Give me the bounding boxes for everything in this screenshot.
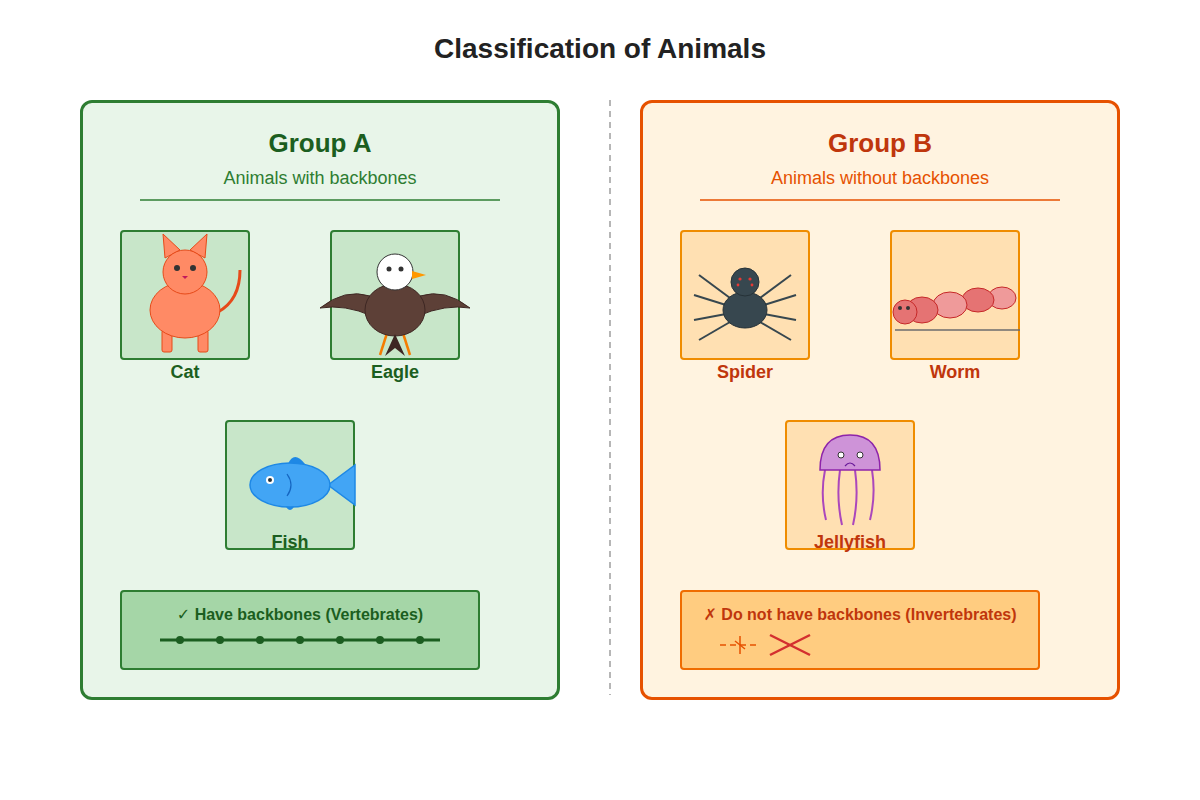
note-text: ✗ Do not have backbones (Invertebrates) — [682, 605, 1038, 624]
note-text: ✓ Have backbones (Vertebrates) — [122, 605, 478, 624]
note-box: ✓ Have backbones (Vertebrates) — [120, 590, 480, 670]
spider-head — [731, 268, 759, 296]
cat-eye — [190, 265, 196, 271]
eagle-body — [365, 284, 425, 336]
backbone-line — [160, 639, 440, 642]
heading-underline — [140, 199, 500, 201]
vertebra-dot — [176, 636, 184, 644]
cross-mark — [770, 635, 810, 655]
spider-leg — [694, 295, 726, 305]
group-heading: Group B — [643, 128, 1117, 159]
jellyfish-tentacle — [870, 470, 874, 520]
vertebra-dot — [376, 636, 384, 644]
cat-body — [150, 282, 220, 338]
jellyfish-eye — [857, 452, 863, 458]
fish-eye — [266, 476, 274, 484]
worm-segment — [988, 287, 1016, 309]
spider-leg — [699, 322, 730, 340]
spider-eye — [737, 284, 740, 287]
eagle-leg — [380, 330, 388, 355]
jellyfish-tentacle — [838, 470, 842, 525]
fish-tail — [328, 465, 355, 505]
jellyfish-tentacle — [853, 470, 857, 525]
animal-tile: Fish — [225, 420, 355, 550]
animal-label: Jellyfish — [787, 532, 913, 554]
spider-leg — [760, 322, 791, 340]
broken-backbone-line — [720, 644, 760, 646]
spider-eye — [748, 277, 751, 280]
cross-mark — [770, 635, 810, 655]
vertebra-dot — [256, 636, 264, 644]
worm-segment — [906, 297, 938, 323]
fish-gill — [287, 474, 291, 496]
broken-backbone-tick — [735, 641, 745, 649]
cat-leg — [198, 330, 208, 352]
fish-pupil — [268, 478, 272, 482]
worm-segment — [933, 292, 967, 318]
animal-tile: Eagle — [330, 230, 460, 360]
dashed-divider — [609, 100, 611, 695]
eagle-tail — [385, 334, 405, 356]
jellyfish-tentacle — [823, 470, 826, 520]
spider-body — [723, 292, 767, 328]
worm-eye — [906, 306, 910, 310]
spider-leg — [764, 295, 796, 305]
eagle-wing — [320, 294, 372, 316]
vertebra-dot — [416, 636, 424, 644]
worm-eye — [898, 306, 902, 310]
jellyfish-bell — [820, 435, 880, 470]
cat-ear — [190, 234, 207, 258]
animal-label: Cat — [122, 362, 248, 384]
jellyfish-eye — [838, 452, 844, 458]
eagle-eye — [399, 267, 404, 272]
group-subtitle: Animals without backbones — [643, 168, 1117, 190]
spider-leg — [699, 275, 730, 298]
group-subtitle: Animals with backbones — [83, 168, 557, 190]
cat-tail — [218, 270, 240, 312]
group-panel: SpiderWormJellyfish✗ Do not have backbon… — [640, 100, 1120, 700]
jellyfish-mouth — [845, 463, 855, 466]
worm-segment — [962, 288, 994, 312]
group-panel: CatEagleFish✓ Have backbones (Vertebrate… — [80, 100, 560, 700]
spider-leg — [760, 275, 791, 298]
cat-ear — [163, 234, 180, 258]
eagle-wing — [418, 294, 470, 316]
fish-fin — [288, 457, 305, 464]
broken-backbone-tick — [739, 636, 741, 654]
animal-label: Worm — [892, 362, 1018, 384]
cat-leg — [162, 330, 172, 352]
cat-eye — [174, 265, 180, 271]
cat-nose — [182, 276, 188, 279]
eagle-beak — [412, 271, 426, 279]
group-heading: Group A — [83, 128, 557, 159]
fish-body — [250, 463, 330, 507]
vertebra-dot — [336, 636, 344, 644]
eagle-leg — [402, 330, 410, 355]
spider-eye — [738, 277, 741, 280]
spider-leg — [764, 314, 796, 320]
vertebra-dot — [296, 636, 304, 644]
animal-tile: Worm — [890, 230, 1020, 360]
animal-label: Fish — [227, 532, 353, 554]
spider-leg — [694, 314, 726, 320]
worm-head — [893, 300, 917, 324]
diagram-title: Classification of Animals — [0, 32, 1200, 66]
vertebra-dot — [216, 636, 224, 644]
cat-head — [163, 250, 207, 294]
ground-line — [895, 329, 1020, 331]
animal-label: Eagle — [332, 362, 458, 384]
animal-tile: Spider — [680, 230, 810, 360]
spider-eye — [751, 284, 754, 287]
fish-fin — [285, 505, 295, 510]
animal-tile: Jellyfish — [785, 420, 915, 550]
eagle-eye — [387, 267, 392, 272]
eagle-head — [377, 254, 413, 290]
animal-label: Spider — [682, 362, 808, 384]
animal-tile: Cat — [120, 230, 250, 360]
heading-underline — [700, 199, 1060, 201]
note-box: ✗ Do not have backbones (Invertebrates) — [680, 590, 1040, 670]
